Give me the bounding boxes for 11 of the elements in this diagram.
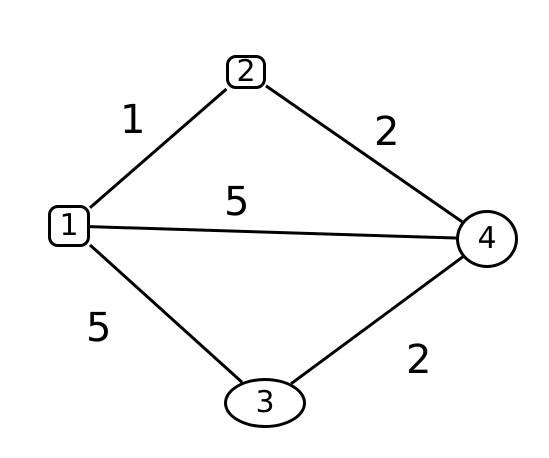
connector-line bbox=[89, 88, 228, 209]
vertex-number: 3 bbox=[255, 388, 275, 418]
vertex-box bbox=[226, 55, 266, 89]
vertex-number: 4 bbox=[477, 224, 497, 254]
vertex-box bbox=[48, 205, 90, 247]
vertex-number: 1 bbox=[59, 211, 79, 241]
vertex-number: 2 bbox=[236, 57, 256, 87]
connector-line bbox=[290, 256, 464, 385]
connector-line bbox=[265, 84, 463, 223]
connector-line bbox=[89, 244, 244, 384]
connector-line bbox=[90, 225, 456, 240]
